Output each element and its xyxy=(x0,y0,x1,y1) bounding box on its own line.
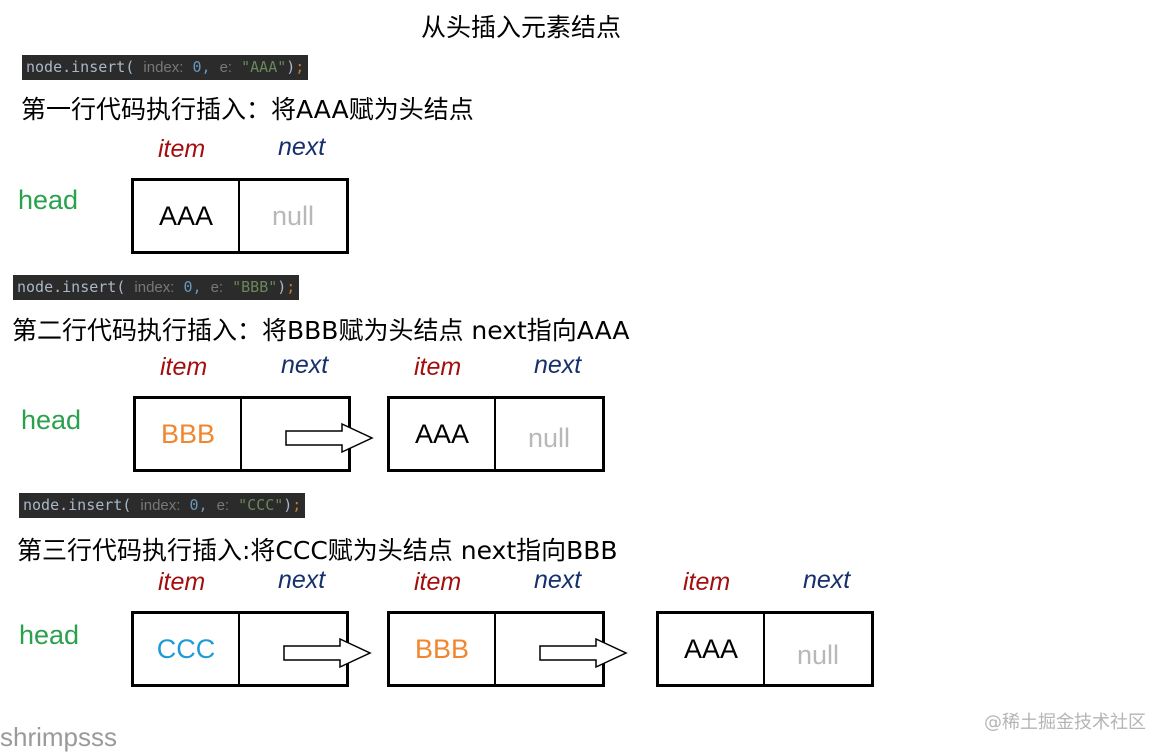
next-label: next xyxy=(281,351,329,379)
code-index-hint: index: xyxy=(140,497,181,514)
code-index-hint: index: xyxy=(134,279,175,296)
node-next-cell-null: null xyxy=(527,422,571,453)
code-index-value: 0, xyxy=(192,58,211,76)
next-label: next xyxy=(803,566,851,594)
code-call: node.insert( xyxy=(26,58,135,76)
code-snippet-step-1: node.insert( index: 0, e: "AAA"); xyxy=(22,55,309,80)
code-e-value: "CCC" xyxy=(238,496,284,514)
arrow-right-icon xyxy=(285,422,374,454)
code-e-hint: e: xyxy=(210,279,224,296)
arrow-right-icon xyxy=(539,637,628,669)
item-label: item xyxy=(414,353,462,381)
author-name: shrimpsss xyxy=(0,722,118,752)
step-3-description: 第三行代码执行插入:将CCC赋为头结点 next指向BBB xyxy=(17,536,618,565)
next-label: next xyxy=(534,351,582,379)
next-label: next xyxy=(278,133,326,161)
code-index-value: 0, xyxy=(183,278,202,296)
code-semicolon: ; xyxy=(292,496,302,514)
code-close-paren: ) xyxy=(283,496,293,514)
code-index-hint: index: xyxy=(143,59,184,76)
code-snippet-step-3: node.insert( index: 0, e: "CCC"); xyxy=(19,493,306,518)
node-item-cell: BBB xyxy=(390,614,496,684)
code-semicolon: ; xyxy=(286,278,296,296)
item-label: item xyxy=(414,568,462,596)
item-label: item xyxy=(160,353,208,381)
code-call: node.insert( xyxy=(17,278,126,296)
node-next-cell-null: null xyxy=(796,639,840,670)
list-node-aaa: AAA null xyxy=(131,178,349,254)
watermark: @稀土掘金技术社区 xyxy=(984,712,1146,733)
item-label: item xyxy=(158,135,206,163)
code-e-hint: e: xyxy=(219,59,233,76)
diagram-title: 从头插入元素结点 xyxy=(420,13,621,42)
node-item-cell: AAA xyxy=(659,614,765,684)
code-close-paren: ) xyxy=(286,58,296,76)
next-label: next xyxy=(278,566,326,594)
head-label: head xyxy=(18,185,79,215)
head-label: head xyxy=(19,620,80,650)
node-item-cell: AAA xyxy=(134,181,240,251)
node-item-cell: CCC xyxy=(134,614,240,684)
code-semicolon: ; xyxy=(295,58,305,76)
code-close-paren: ) xyxy=(277,278,287,296)
step-2-description: 第二行代码执行插入：将BBB赋为头结点 next指向AAA xyxy=(12,316,630,345)
code-call: node.insert( xyxy=(23,496,132,514)
code-e-hint: e: xyxy=(216,497,230,514)
item-label: item xyxy=(683,568,731,596)
node-next-cell-null: null xyxy=(271,200,315,231)
code-snippet-step-2: node.insert( index: 0, e: "BBB"); xyxy=(13,275,300,300)
list-node-aaa: AAA null xyxy=(656,611,874,687)
node-item-cell: BBB xyxy=(136,399,242,469)
code-e-value: "AAA" xyxy=(241,58,287,76)
node-item-cell: AAA xyxy=(390,399,496,469)
arrow-right-icon xyxy=(283,637,372,669)
code-e-value: "BBB" xyxy=(232,278,278,296)
head-label: head xyxy=(21,405,82,435)
step-1-description: 第一行代码执行插入：将AAA赋为头结点 xyxy=(21,95,474,124)
code-index-value: 0, xyxy=(189,496,208,514)
next-label: next xyxy=(534,566,582,594)
item-label: item xyxy=(158,568,206,596)
list-node-aaa: AAA null xyxy=(387,396,605,472)
